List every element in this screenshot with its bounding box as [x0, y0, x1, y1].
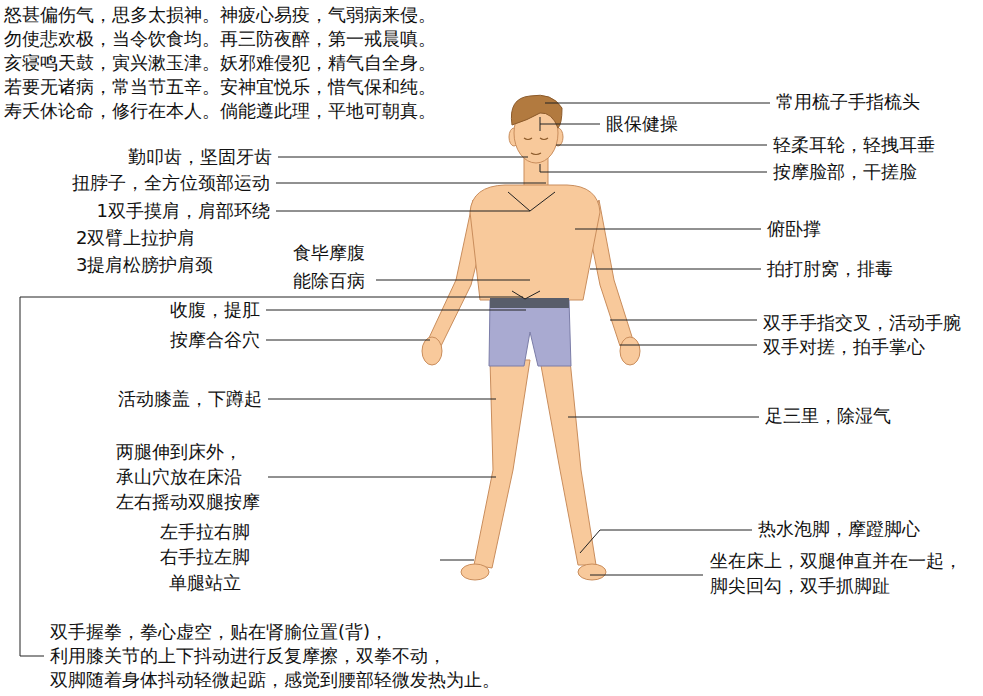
poem-line: 寿夭休论命，修行在本人。倘能遵此理，平地可朝真。 — [4, 100, 436, 122]
callout-label: 双手对搓，拍手掌心 — [763, 336, 925, 358]
callout-label: 勤叩齿，坚固牙齿 — [128, 146, 272, 168]
poem-line: 亥寝鸣天鼓，寅兴漱玉津。妖邪难侵犯，精气自全身。 — [4, 52, 436, 74]
callout-label: 两腿伸到床外， — [116, 441, 242, 463]
shorts — [489, 298, 571, 366]
callout-label: 按摩脸部，干搓脸 — [773, 161, 917, 183]
callout-label: 1双手摸肩，肩部环绕 — [97, 200, 270, 222]
callout-label: 足三里，除湿气 — [765, 405, 891, 427]
callout-label: 利用膝关节的上下抖动进行反复摩擦，双拳不动， — [50, 645, 446, 667]
callout-label: 承山穴放在床沿 — [116, 466, 242, 488]
callout-label: 能除百病 — [293, 270, 365, 292]
poem-line: 勿使悲欢极，当令饮食均。再三防夜醉，第一戒晨嗔。 — [4, 28, 436, 50]
callout-label: 右手拉左脚 — [160, 546, 250, 568]
human-figure — [422, 103, 640, 580]
poem-line: 若要无诸病，常当节五辛。安神宜悦乐，惜气保和纯。 — [4, 76, 436, 98]
callout-label: 收腹，提肛 — [170, 299, 260, 321]
callout-label: 左手拉右脚 — [160, 521, 250, 543]
callout-label: 坐在床上，双腿伸直并在一起， — [710, 550, 962, 572]
callout-label: 常用梳子手指梳头 — [776, 91, 920, 113]
poem-line: 怒甚偏伤气，思多太损神。神疲心易疫，气弱病来侵。 — [4, 4, 436, 26]
callout-label: 3提肩松膀护肩颈 — [76, 254, 213, 276]
callout-label: 按摩合谷穴 — [170, 329, 260, 351]
callout-label: 扭脖子，全方位颈部运动 — [72, 172, 270, 194]
callout-label: 双手手指交叉，活动手腕 — [763, 312, 961, 334]
callout-label: 拍打肘窝，排毒 — [767, 258, 893, 280]
callout-label: 活动膝盖，下蹲起 — [118, 388, 262, 410]
callout-label: 双脚随着身体抖动轻微起踮，感觉到腰部轻微发热为止。 — [50, 669, 500, 691]
hair — [511, 95, 562, 128]
callout-label: 单腿站立 — [169, 572, 241, 594]
callout-label: 俯卧撑 — [767, 218, 821, 240]
callout-label: 左右摇动双腿按摩 — [116, 491, 260, 513]
face — [524, 138, 548, 155]
leader-lines — [20, 103, 770, 656]
callout-label: 食毕摩腹 — [293, 242, 365, 264]
callout-label: 脚尖回勾，双手抓脚趾 — [710, 575, 890, 597]
callout-label: 眼保健操 — [606, 113, 678, 135]
callout-label: 2双臂上拉护肩 — [76, 227, 195, 249]
callout-label: 热水泡脚，摩蹬脚心 — [758, 518, 920, 540]
callout-label: 双手握拳，拳心虚空，贴在肾腧位置(背)， — [50, 621, 388, 643]
callout-label: 轻柔耳轮，轻拽耳垂 — [773, 134, 935, 156]
